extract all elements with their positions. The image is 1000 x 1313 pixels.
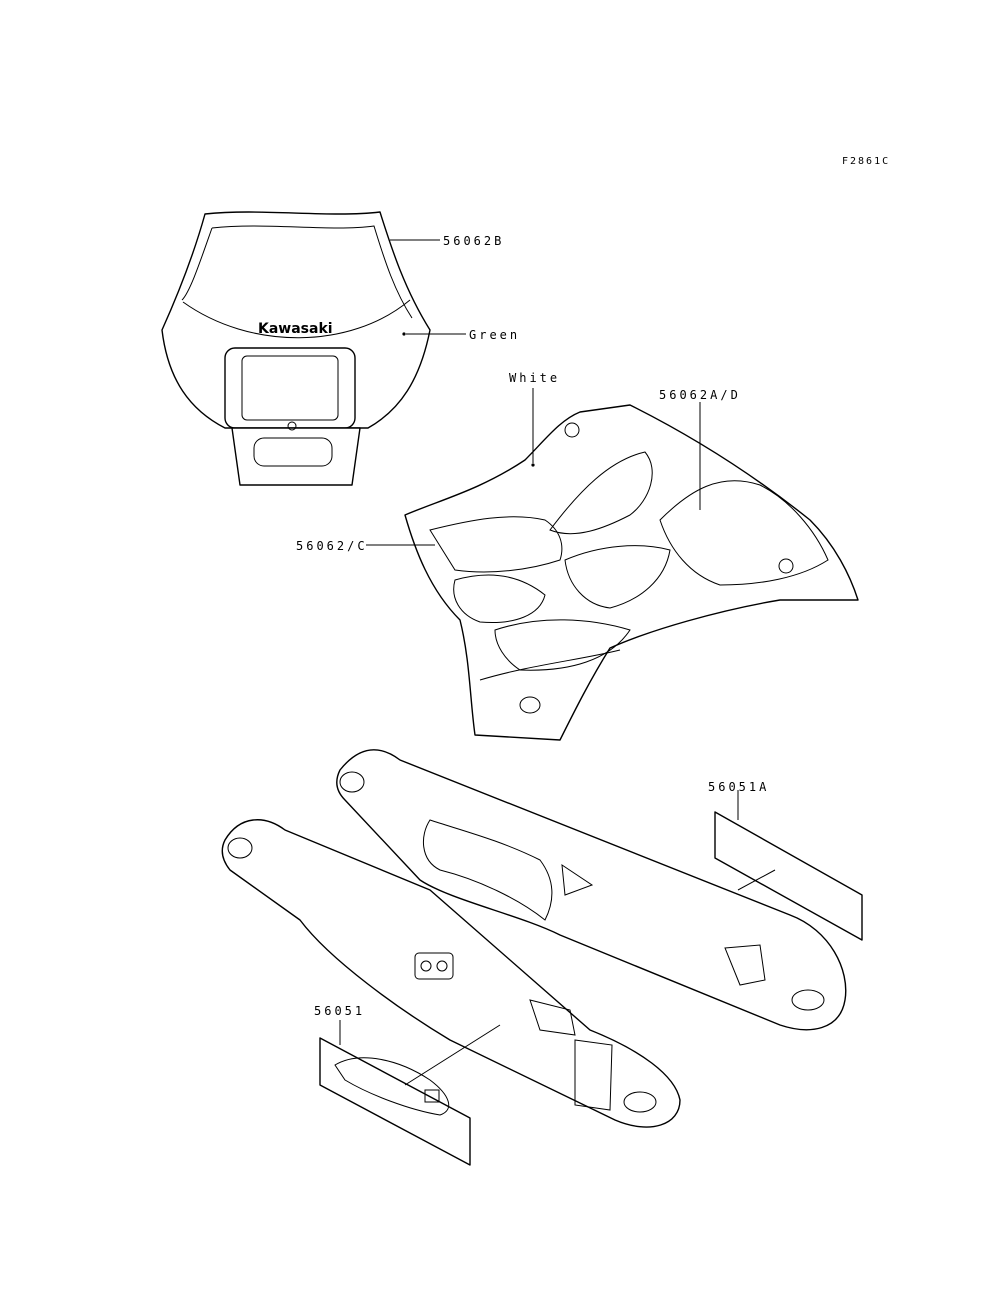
kawasaki-logo: Kawasaki (258, 321, 333, 337)
label-shroud-part-upper: 56062A/D (659, 388, 741, 402)
reference-code: F2861C (842, 156, 891, 167)
headlight-cover: Kawasaki (161, 211, 431, 486)
swingarm-decal-right (714, 811, 863, 941)
label-headlight-color: Green (469, 328, 521, 342)
side-shroud (404, 404, 859, 741)
label-shroud-color: White (509, 371, 561, 385)
label-headlight-cover-part: 56062B (443, 234, 505, 248)
label-swingarm-decal-right: 56051A (708, 780, 770, 794)
label-shroud-part-lower: 56062/C (296, 539, 368, 553)
swingarm (221, 749, 847, 1128)
swingarm-decal-left (319, 1037, 471, 1166)
label-swingarm-decal-left: 56051 (314, 1004, 366, 1018)
